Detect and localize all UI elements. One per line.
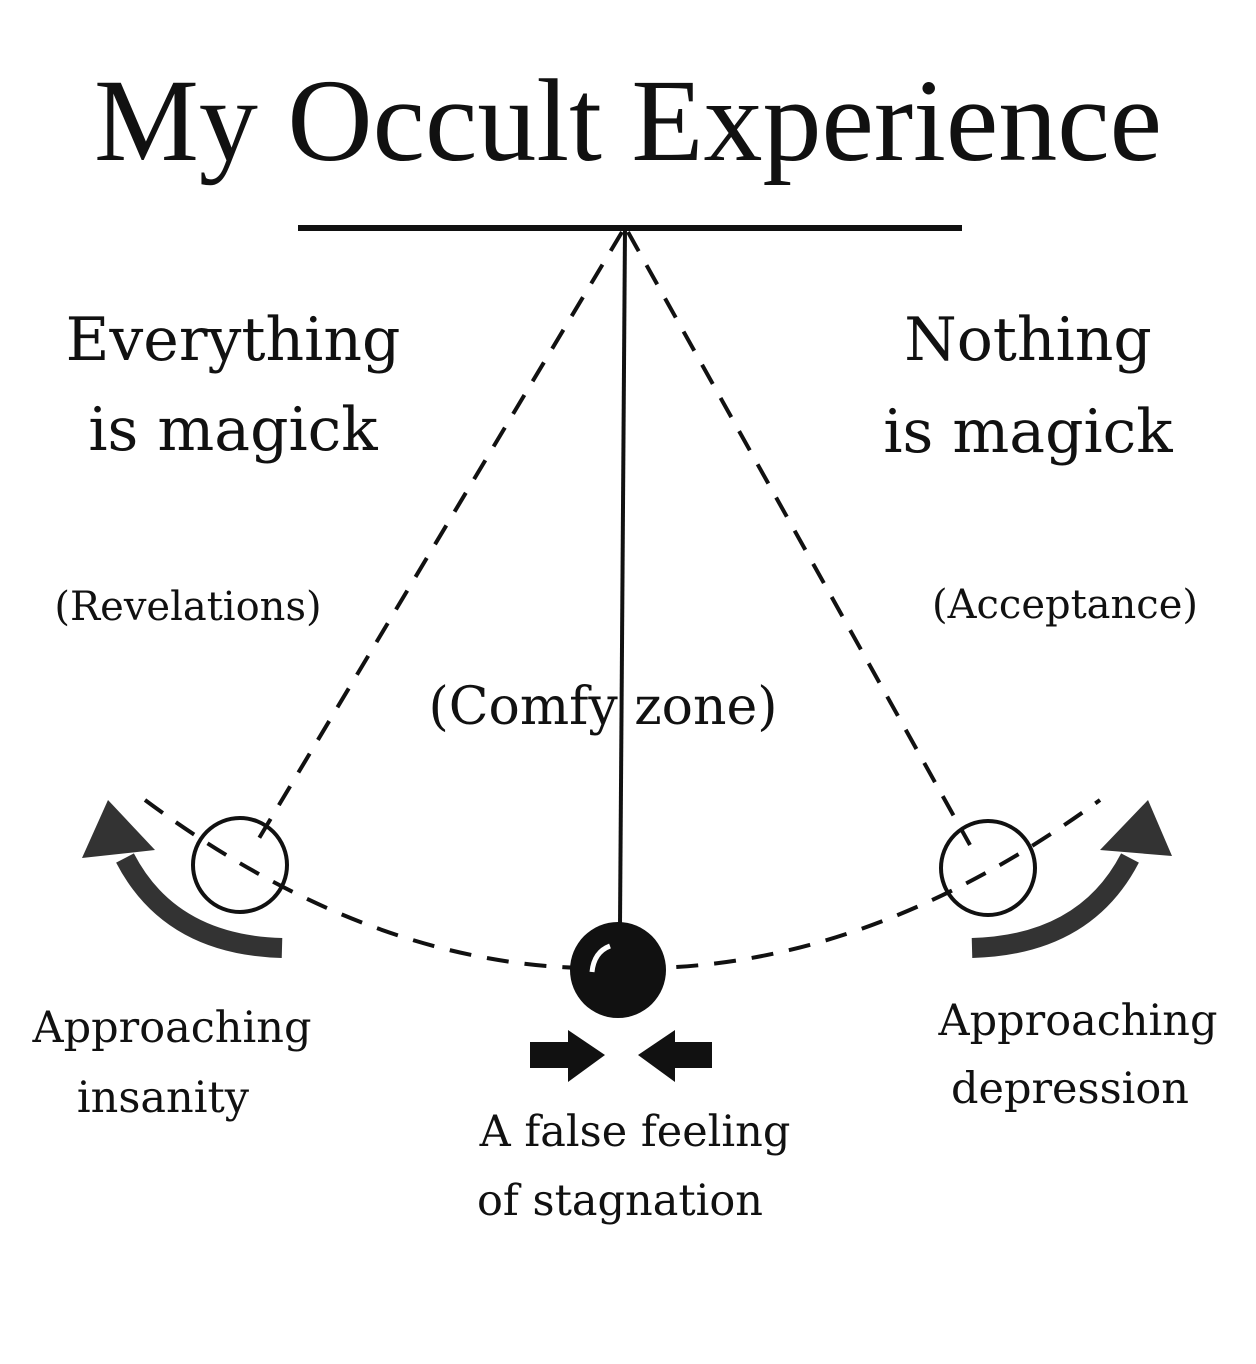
left-outcome-line2: insanity — [77, 1073, 250, 1123]
right-curved-arrow-icon — [971, 800, 1172, 958]
left-dashed-string — [253, 230, 624, 847]
pendulum-ball — [570, 922, 666, 1018]
left-pointing-arrow-icon — [638, 1030, 712, 1082]
right-pointing-arrow-icon — [530, 1030, 605, 1082]
center-caption-line2: of stagnation — [477, 1176, 763, 1226]
diagram-title: My Occult Experience — [94, 55, 1162, 186]
center-caption-line1: A false feeling — [479, 1107, 791, 1157]
right-note: (Acceptance) — [932, 582, 1198, 628]
right-ghost-bob — [939, 819, 1037, 917]
center-note: (Comfy zone) — [428, 677, 777, 737]
left-curved-arrow-icon — [82, 800, 283, 958]
pendulum-string — [618, 227, 627, 926]
left-note: (Revelations) — [54, 584, 321, 630]
right-heading-line1: Nothing — [904, 305, 1152, 375]
right-dashed-string — [626, 231, 972, 846]
left-ghost-bob — [191, 816, 289, 914]
left-outcome-line1: Approaching — [32, 1003, 312, 1053]
right-outcome-line2: depression — [951, 1064, 1189, 1114]
left-heading-line1: Everything — [66, 305, 401, 375]
right-heading-line2: is magick — [883, 397, 1173, 467]
left-heading-line2: is magick — [88, 395, 378, 465]
right-outcome-line1: Approaching — [938, 996, 1218, 1046]
